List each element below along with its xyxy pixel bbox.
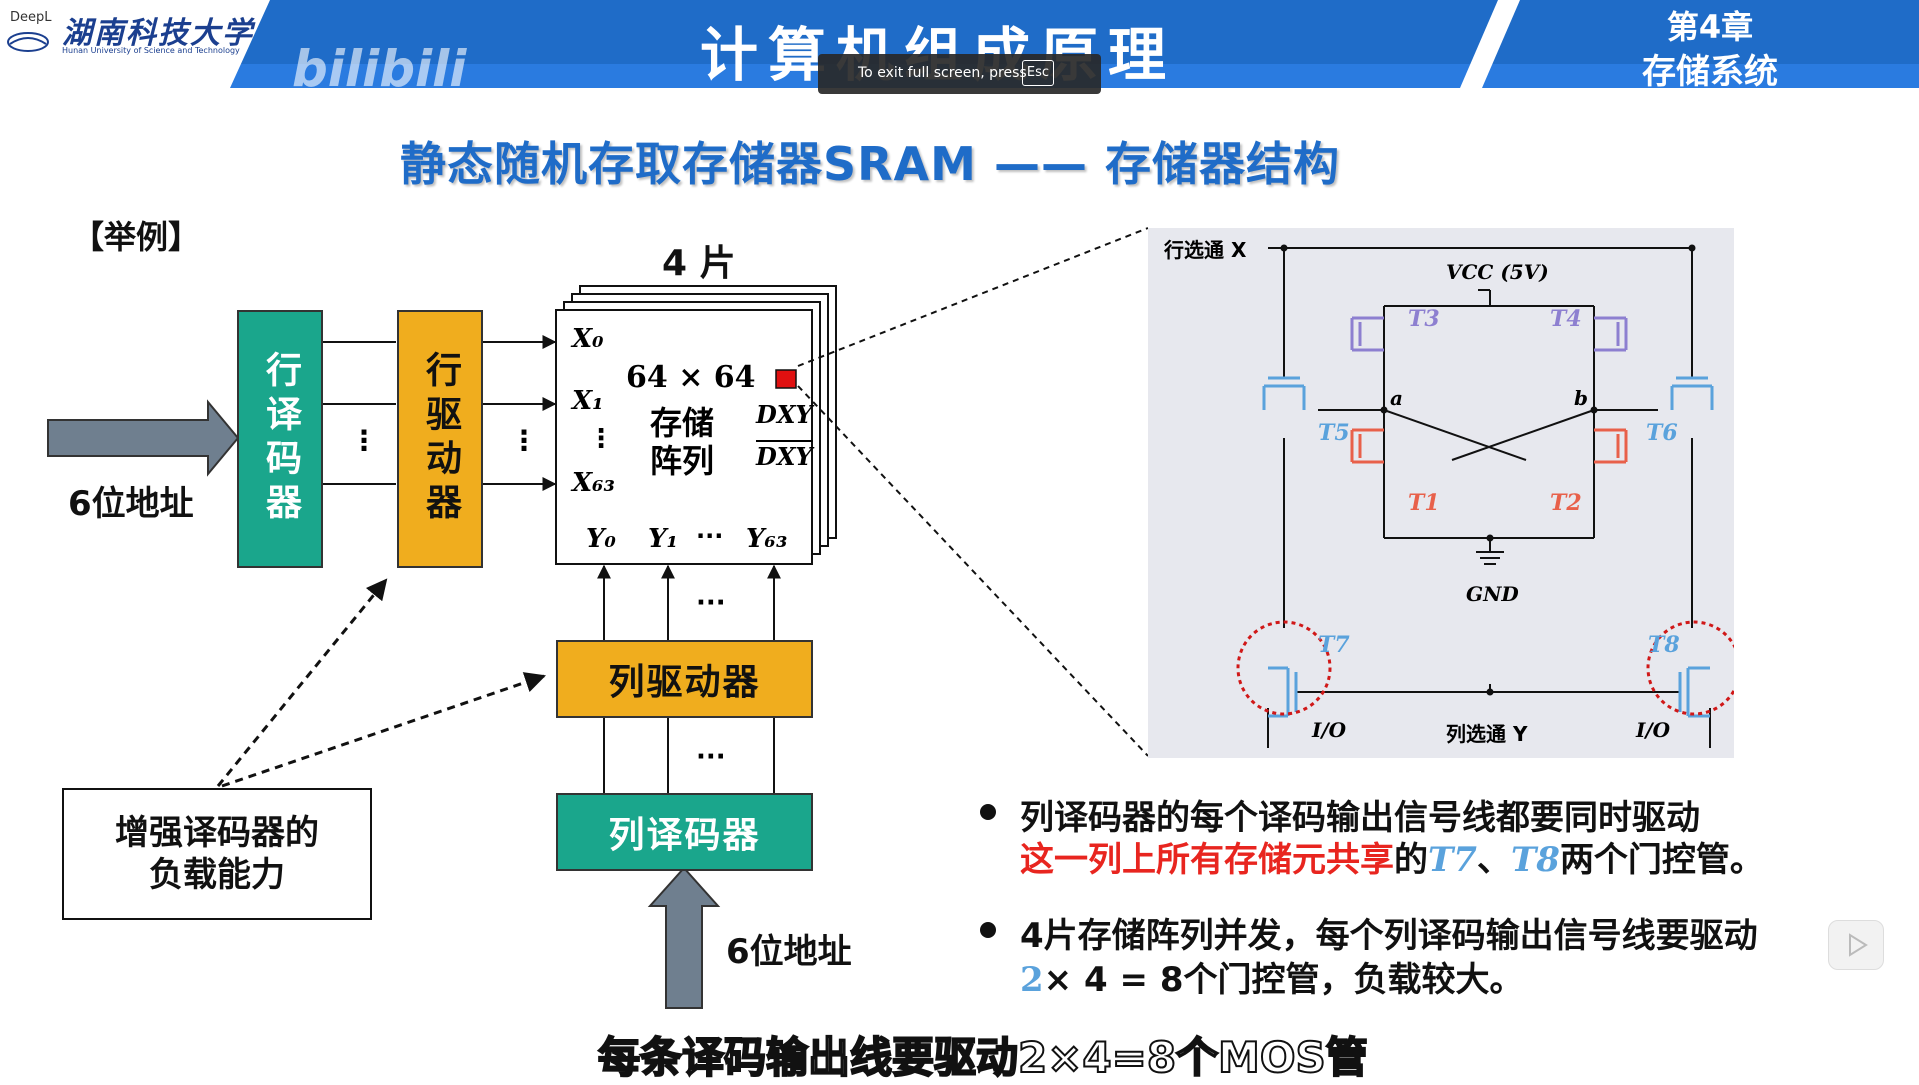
- sram-cell-circuit-panel: [1148, 228, 1734, 758]
- col-lines-ellipsis-1: ···: [696, 588, 726, 618]
- play-icon: [1849, 933, 1868, 957]
- bullet-1-highlight: 这一列上所有存储元共享: [1020, 840, 1394, 880]
- io-left-label: I/O: [1312, 718, 1347, 742]
- university-logo-icon: [7, 32, 49, 52]
- row-decoder-label: 行译码器: [260, 351, 301, 527]
- fullscreen-tip-text: To exit full screen, press: [858, 65, 1027, 81]
- array-label-line2: 阵列: [650, 442, 715, 480]
- bullet-1-t7: T7: [1428, 840, 1477, 880]
- video-subtitle: 每条译码输出线要驱动2×4=8个MOS管: [597, 1032, 1369, 1083]
- row-lines-ellipsis-1: ⋮: [350, 424, 378, 457]
- array-size-label: 64 × 64: [626, 360, 756, 395]
- array-y1-label: Y₁: [648, 524, 678, 554]
- array-x63-label: X₆₃: [572, 468, 615, 498]
- array-y-hdots: ···: [696, 522, 724, 550]
- row-driver-block: 行驱动器: [397, 310, 483, 568]
- col-decoder-block: 列译码器: [556, 793, 813, 871]
- col-address-arrow: [647, 866, 721, 1009]
- row-select-label: 行选通 X: [1164, 238, 1247, 262]
- array-x-vdots: ⋮: [588, 424, 614, 454]
- node-a-label: a: [1390, 386, 1403, 410]
- col-driver-label: 列驱动器: [608, 662, 761, 703]
- chapter-number: 第4章: [1666, 8, 1754, 46]
- row-lines-ellipsis-2: ⋮: [510, 424, 538, 457]
- load-box-line2: 负载能力: [149, 855, 285, 895]
- bullet-2-line-2: 2× 4 = 8个门控管，负载较大。: [1020, 952, 1523, 1001]
- array-dxy-label: DXY: [756, 400, 813, 429]
- deepl-label[interactable]: DeepL: [10, 10, 52, 25]
- bullet-1-line-2: 这一列上所有存储元共享的T7、T8两个门控管。: [1020, 832, 1764, 881]
- node-b-label: b: [1574, 386, 1588, 410]
- vcc-label: VCC (5V): [1446, 260, 1549, 284]
- t8-label: T8: [1648, 632, 1680, 658]
- col-driver-block: 列驱动器: [556, 640, 813, 718]
- play-button[interactable]: [1828, 920, 1884, 970]
- chapter-name: 存储系统: [1642, 52, 1778, 92]
- bullet-dot-1: [980, 804, 996, 820]
- bullet-dot-2: [980, 922, 996, 938]
- watermark-uploader: 湖科大教书匠: [40, 63, 221, 96]
- t3-label: T3: [1408, 306, 1440, 332]
- t4-label: T4: [1550, 306, 1582, 332]
- array-y63-label: Y₆₃: [746, 524, 788, 554]
- io-right-label: I/O: [1636, 718, 1671, 742]
- example-tag: 【举例】: [72, 218, 201, 256]
- bullet-1-line-1: 列译码器的每个译码输出信号线都要同时驱动: [1020, 798, 1700, 838]
- header-banner: DeepL 湖南科技大学 Hunan University of Science…: [0, 0, 1919, 98]
- chips-count-label: 4 片: [662, 243, 736, 284]
- t7-label: T7: [1318, 632, 1350, 658]
- load-box-line1: 增强译码器的: [115, 813, 319, 853]
- university-name-en: Hunan University of Science and Technolo…: [62, 46, 240, 55]
- col-decoder-label: 列译码器: [608, 815, 761, 856]
- bullet-1-t8: T8: [1510, 840, 1560, 880]
- col-address-label: 6位地址: [726, 932, 852, 972]
- row-address-label: 6位地址: [68, 484, 194, 524]
- t6-label: T6: [1646, 420, 1678, 446]
- slide-title: 静态随机存取存储器SRAM —— 存储器结构: [400, 137, 1340, 191]
- row-address-arrow: [47, 399, 240, 477]
- fullscreen-exit-tip: To exit full screen, press Esc: [818, 54, 1101, 94]
- sram-cell-circuit: [1236, 244, 1734, 748]
- esc-key-badge: Esc: [1022, 60, 1054, 86]
- row-driver-label: 行驱动器: [420, 351, 461, 527]
- bullet-2-num: 2: [1020, 960, 1044, 1000]
- bullet-1-sep: 、: [1476, 840, 1511, 880]
- array-x1-label: X₁: [572, 386, 604, 416]
- gnd-label: GND: [1466, 582, 1519, 606]
- array-x0-label: X₀: [572, 324, 604, 354]
- array-dxy-bar-label: DXY: [756, 442, 813, 471]
- bullet-2-tail: × 4 = 8个门控管，负载较大。: [1043, 960, 1524, 1000]
- t2-label: T2: [1550, 490, 1582, 516]
- t5-label: T5: [1318, 420, 1350, 446]
- col-select-label: 列选通 Y: [1446, 722, 1528, 746]
- t1-label: T1: [1408, 490, 1440, 516]
- array-y0-label: Y₀: [586, 524, 616, 554]
- bullet-1-de: 的: [1394, 840, 1428, 880]
- bullet-2-line-1: 4片存储阵列并发，每个列译码输出信号线要驱动: [1020, 916, 1758, 956]
- load-capacity-box: 增强译码器的 负载能力: [62, 788, 372, 920]
- bullet-1-tail: 两个门控管。: [1559, 840, 1764, 880]
- col-lines-ellipsis-2: ···: [696, 742, 726, 772]
- university-name-cn: 湖南科技大学: [62, 16, 254, 51]
- array-label-line1: 存储: [650, 404, 715, 442]
- watermark-bilibili: bilibili: [292, 40, 467, 98]
- row-decoder-block: 行译码器: [237, 310, 323, 568]
